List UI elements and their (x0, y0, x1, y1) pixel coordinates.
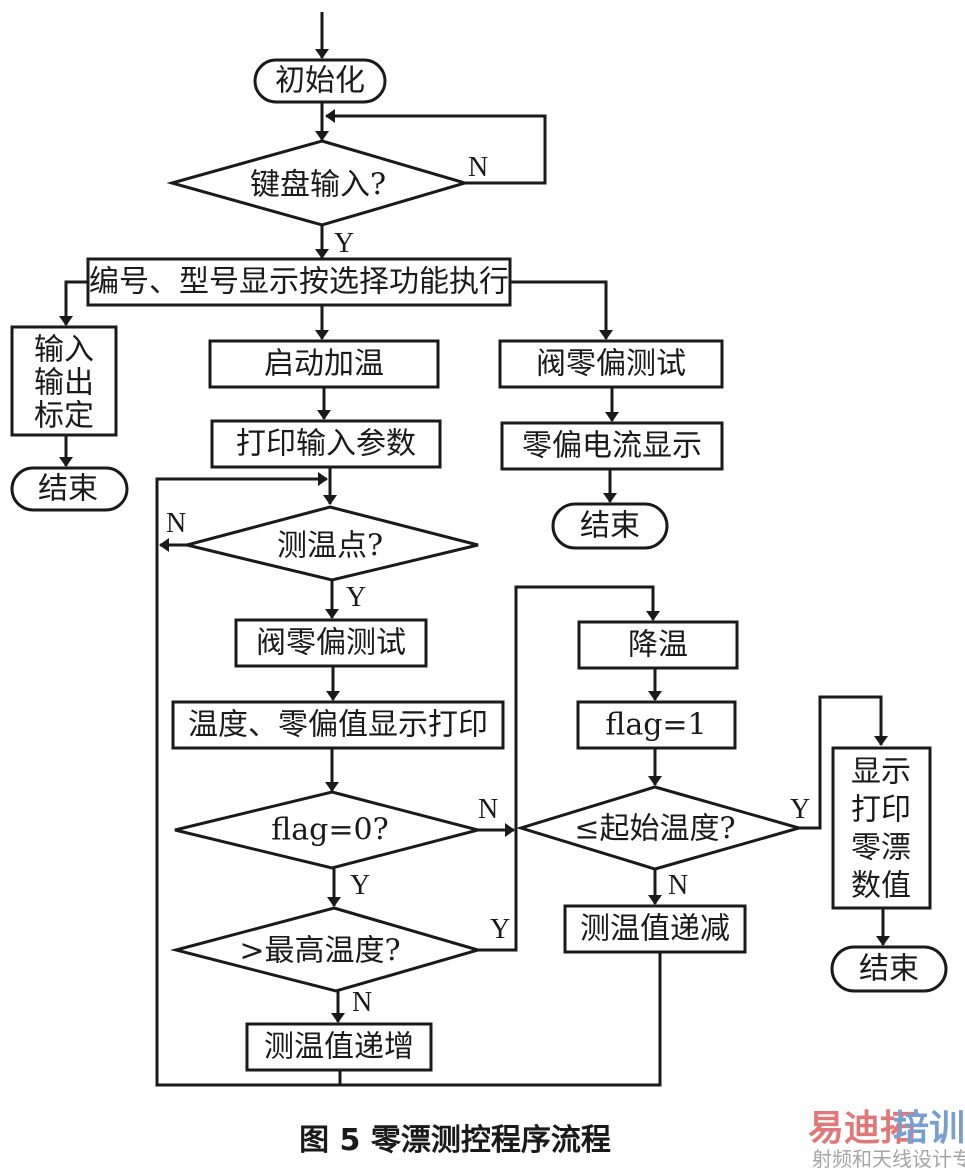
max-temp-decision: >最高温度? (170, 906, 484, 993)
start-temp-yes-path (799, 695, 888, 830)
start-temp-decision: ≤起始温度? (515, 785, 805, 871)
start-temp-label: ≤起始温度? (574, 812, 735, 847)
valve-zero-test-box-right: 阀零偏测试 (498, 339, 724, 389)
dispatch-label: 编号、型号显示按选择功能执行 (89, 265, 509, 300)
max-temp-yes-label: Y (490, 914, 510, 945)
end-terminator-2: 结束 (551, 502, 669, 550)
drift-line-3: 零漂 (851, 831, 911, 866)
end-terminator-1: 结束 (10, 466, 129, 512)
point-yes-label: Y (346, 582, 366, 613)
point-label: 测温点? (277, 529, 383, 564)
dec-to-loop (340, 952, 662, 1087)
io-calibration-box: 输入 输出 标定 (10, 325, 118, 437)
measure-point-decision: 测温点? (186, 505, 479, 582)
max-temp-label: >最高温度? (239, 934, 400, 969)
drift-line-2: 打印 (851, 793, 911, 828)
flag0-no-label: N (478, 794, 498, 825)
kbd-no-label: N (468, 152, 488, 183)
drift-line-1: 显示 (851, 755, 911, 790)
cooling-box: 降温 (577, 620, 739, 670)
valve-zero-test-box: 阀零偏测试 (234, 618, 428, 668)
valve-test-label: 阀零偏测试 (256, 626, 406, 661)
keyboard-decision: 键盘输入? (166, 139, 471, 227)
flag0-label: flag=0? (271, 813, 388, 848)
zero-current-display-box: 零偏电流显示 (500, 421, 724, 471)
init-label: 初始化 (275, 64, 365, 99)
kbd-yes-label: Y (334, 228, 354, 259)
inc-label: 测温值递增 (264, 1030, 414, 1065)
max-temp-no-label: N (352, 987, 372, 1018)
start-temp-yes-label: Y (790, 794, 810, 825)
heat-label: 启动加温 (264, 347, 384, 382)
end2-label: 结束 (580, 509, 640, 544)
io-line-2: 输出 (34, 366, 94, 401)
init-terminator: 初始化 (253, 58, 387, 104)
start-temp-no-label: N (668, 870, 688, 901)
point-no-label: N (166, 508, 186, 539)
drift-display-box: 显示 打印 零漂 数值 (831, 746, 932, 910)
temp-decrement-box: 测温值递减 (563, 904, 747, 954)
print-params-label: 打印输入参数 (236, 427, 416, 462)
io-line-1: 输入 (34, 333, 94, 368)
zero-current-label: 零偏电流显示 (522, 429, 702, 464)
main-loop-back (155, 472, 340, 1087)
dispatch-box: 编号、型号显示按选择功能执行 (86, 257, 512, 307)
dec-label: 测温值递减 (580, 912, 730, 947)
watermark-brand-b: 培训 (893, 1108, 965, 1149)
flag1-box: flag=1 (576, 700, 737, 750)
temp-zero-print-box: 温度、零偏值显示打印 (171, 700, 505, 750)
arrow-dispatch-io (59, 280, 88, 326)
start-heating-box: 启动加温 (208, 339, 440, 389)
arrow-dispatch-valve (510, 280, 613, 340)
drift-line-4: 数值 (851, 869, 911, 904)
figure-caption: 图 5 零漂测控程序流程 (299, 1123, 611, 1158)
temp-print-label: 温度、零偏值显示打印 (188, 708, 488, 743)
flag0-yes-label: Y (350, 870, 370, 901)
io-line-3: 标定 (34, 399, 94, 434)
flag0-decision: flag=0? (174, 790, 484, 870)
watermark-brand-a: 易迪拓 (808, 1108, 916, 1149)
max-temp-yes-path (478, 585, 660, 952)
cool-label: 降温 (628, 628, 688, 663)
end-terminator-3: 结束 (830, 945, 948, 993)
print-params-box: 打印输入参数 (210, 419, 442, 469)
kbd-label: 键盘输入? (250, 168, 386, 203)
flag1-label: flag=1 (605, 708, 706, 743)
kbd-no-loop (325, 109, 547, 185)
watermark: 易迪拓 培训 射频和天线设计专家 (808, 1108, 965, 1171)
end1-label: 结束 (38, 472, 98, 507)
valve-test-right-label: 阀零偏测试 (536, 347, 686, 382)
end3-label: 结束 (859, 952, 919, 987)
watermark-tagline: 射频和天线设计专家 (812, 1147, 965, 1171)
temp-increment-box: 测温值递增 (245, 1022, 433, 1072)
